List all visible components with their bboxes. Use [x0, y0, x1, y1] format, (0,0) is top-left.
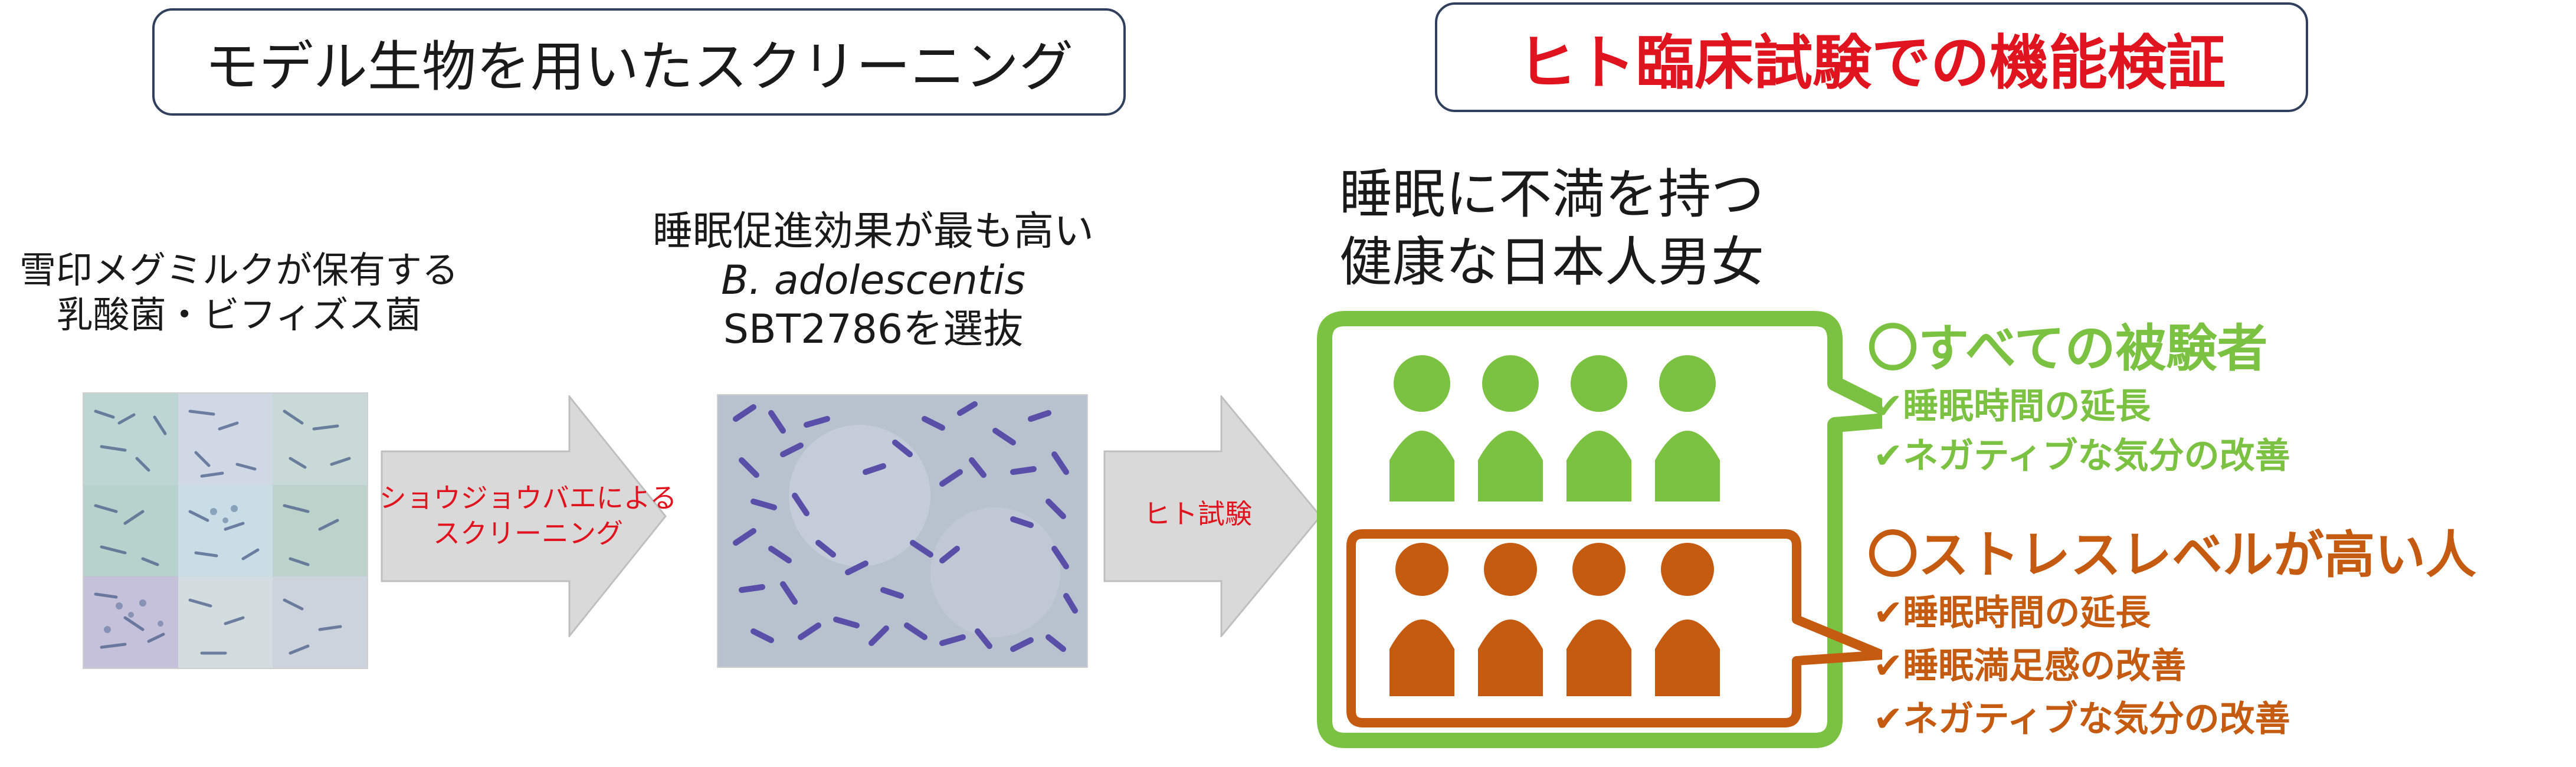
screening-arrow-line2: スクリーニング	[433, 517, 623, 549]
high-stress-box	[1346, 529, 1882, 727]
target-population-line2: 健康な日本人男女	[1339, 231, 1764, 294]
selected-strain-species: B. adolescentis	[721, 257, 1025, 304]
human-trial-arrow-label: ヒト試験	[1103, 497, 1292, 532]
high-stress-result-1: ✔睡眠時間の延長	[1873, 592, 2151, 634]
header-model-organism-screening: モデル生物を用いたスクリーニング	[152, 8, 1126, 116]
all-subjects-box	[1317, 311, 1882, 748]
person-icon	[1655, 355, 1720, 502]
human-trial-arrow-text: ヒト試験	[1143, 498, 1252, 530]
header-left-title: モデル生物を用いたスクリーニング	[204, 35, 1073, 99]
all-subjects-result-1: ✔睡眠時間の延長	[1873, 386, 2151, 427]
all-subjects-people	[1389, 355, 1720, 502]
header-right-title: ヒト臨床試験での機能検証	[1518, 28, 2226, 97]
target-population-line1: 睡眠に不満を持つ	[1339, 163, 1764, 225]
screening-arrow-label: ショウジョウバエによる スクリーニング	[378, 481, 679, 552]
bacteria-micrograph-image	[717, 394, 1088, 668]
person-icon	[1655, 543, 1720, 696]
target-population-label: 睡眠に不満を持つ 健康な日本人男女	[1339, 160, 1870, 296]
screening-arrow	[381, 395, 667, 637]
header-human-clinical-trial: ヒト臨床試験での機能検証	[1435, 2, 2308, 112]
strain-collection-line1: 雪印メグミルクが保有する	[19, 248, 458, 291]
human-trial-arrow	[1103, 395, 1322, 637]
high-stress-title: 〇ストレスレベルが高い人	[1867, 526, 2476, 585]
strain-collection-line2: 乳酸菌・ビフィズス菌	[56, 293, 422, 336]
person-icon	[1478, 355, 1543, 502]
high-stress-result-3: ✔ネガティブな気分の改善	[1873, 699, 2290, 740]
selected-strain-line1: 睡眠促進効果が最も高い	[652, 208, 1094, 255]
person-icon	[1389, 355, 1454, 502]
person-icon	[1478, 543, 1543, 696]
person-icon	[1389, 543, 1454, 696]
high-stress-people	[1389, 543, 1720, 696]
selected-strain-line3: SBT2786を選抜	[723, 306, 1024, 353]
screening-arrow-line1: ショウジョウバエによる	[379, 482, 677, 514]
microscope-collage-image	[83, 392, 368, 669]
all-subjects-title: 〇すべての被験者	[1867, 319, 2268, 378]
person-icon	[1566, 543, 1631, 696]
subject-groups-diagram	[1317, 311, 1882, 748]
high-stress-result-2: ✔睡眠満足感の改善	[1873, 645, 2187, 687]
person-icon	[1566, 355, 1631, 502]
selected-strain-label: 睡眠促進効果が最も高い B. adolescentis SBT2786を選抜	[643, 208, 1103, 355]
strain-collection-label: 雪印メグミルクが保有する 乳酸菌・ビフィズス菌	[12, 248, 466, 337]
all-subjects-result-2: ✔ネガティブな気分の改善	[1873, 435, 2290, 477]
